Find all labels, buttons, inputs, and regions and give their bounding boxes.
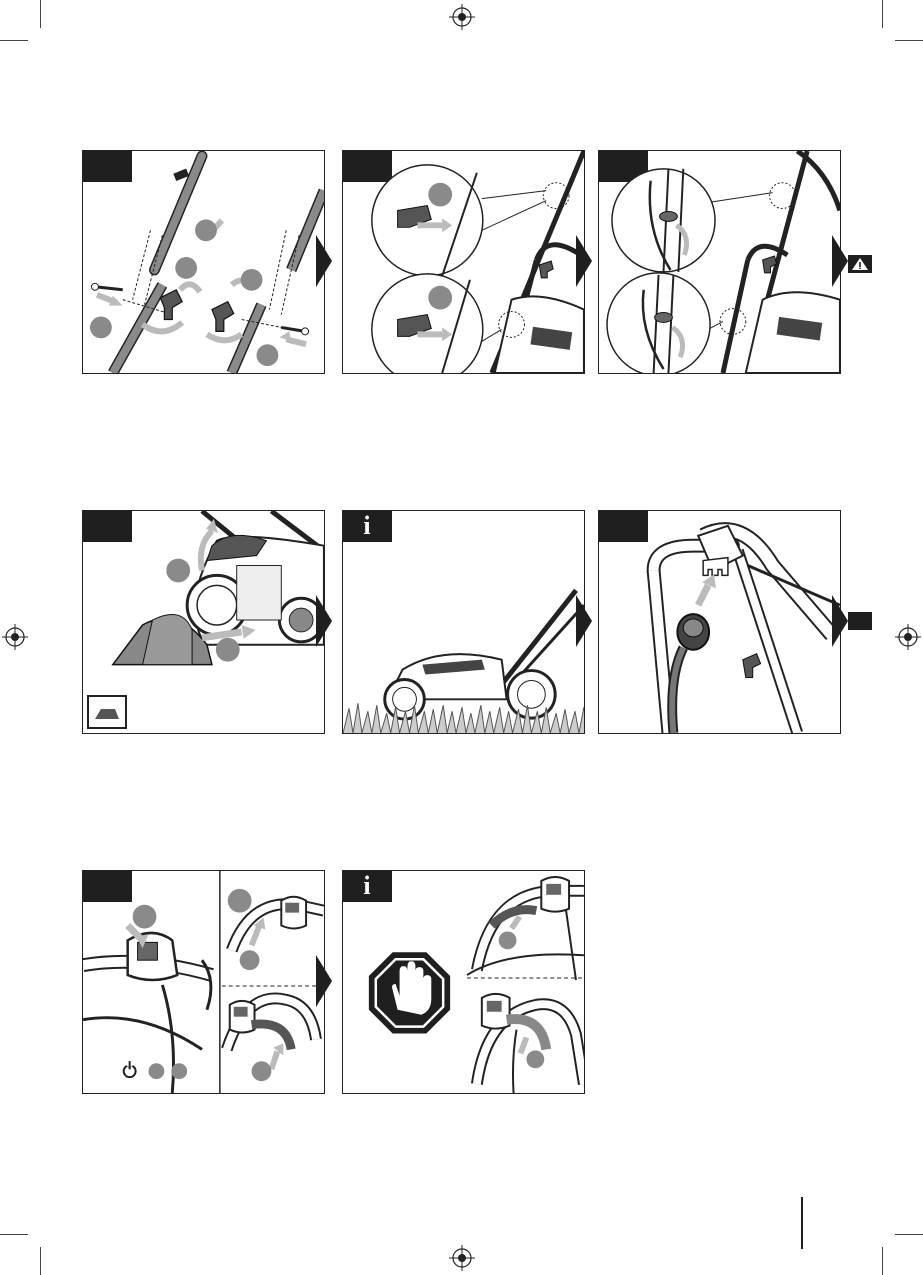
crop-mark (0, 1234, 28, 1235)
panel-info-stop: i (342, 870, 585, 1094)
crop-mark (0, 40, 28, 41)
panel-cable-routing (598, 150, 841, 374)
power-icon (124, 1061, 136, 1077)
cable-clip-illustration (343, 151, 584, 373)
grass-box-thumbnail-icon (87, 695, 127, 729)
crop-mark (882, 0, 883, 28)
registration-mark-top (449, 4, 475, 30)
panel-cable-clip (342, 150, 585, 374)
panel-handle-assembly (82, 150, 325, 374)
warning-tab (848, 255, 872, 273)
registration-mark-bottom (449, 1245, 475, 1271)
registration-mark-left (2, 624, 28, 650)
next-arrow-icon (576, 235, 592, 287)
next-arrow-icon (832, 235, 848, 287)
stop-hand-icon (369, 952, 450, 1033)
panel-plug-connection (598, 510, 841, 734)
mower-on-grass-illustration (343, 511, 584, 733)
next-arrow-icon (832, 595, 848, 647)
cable-routing-illustration (599, 151, 840, 373)
crop-mark (40, 1247, 41, 1275)
next-arrow-icon (316, 595, 332, 647)
panel-switch-on (82, 870, 325, 1094)
crop-mark (895, 40, 923, 41)
handle-assembly-illustration (83, 151, 324, 373)
next-arrow-icon (316, 235, 332, 287)
stop-illustration (343, 871, 584, 1093)
next-arrow-icon (316, 955, 332, 1007)
warning-triangle-icon (848, 255, 872, 273)
panel-info-mowing: i (342, 510, 585, 734)
switch-on-illustration (83, 871, 324, 1093)
panel-grass-box (82, 510, 325, 734)
section-tab (848, 612, 872, 630)
crop-mark (895, 1234, 923, 1235)
next-arrow-icon (576, 595, 592, 647)
registration-mark-right (895, 624, 921, 650)
plug-connection-illustration (599, 511, 840, 733)
crop-mark (40, 0, 41, 28)
crop-mark (882, 1247, 883, 1275)
page-edge-marker (801, 1197, 803, 1249)
